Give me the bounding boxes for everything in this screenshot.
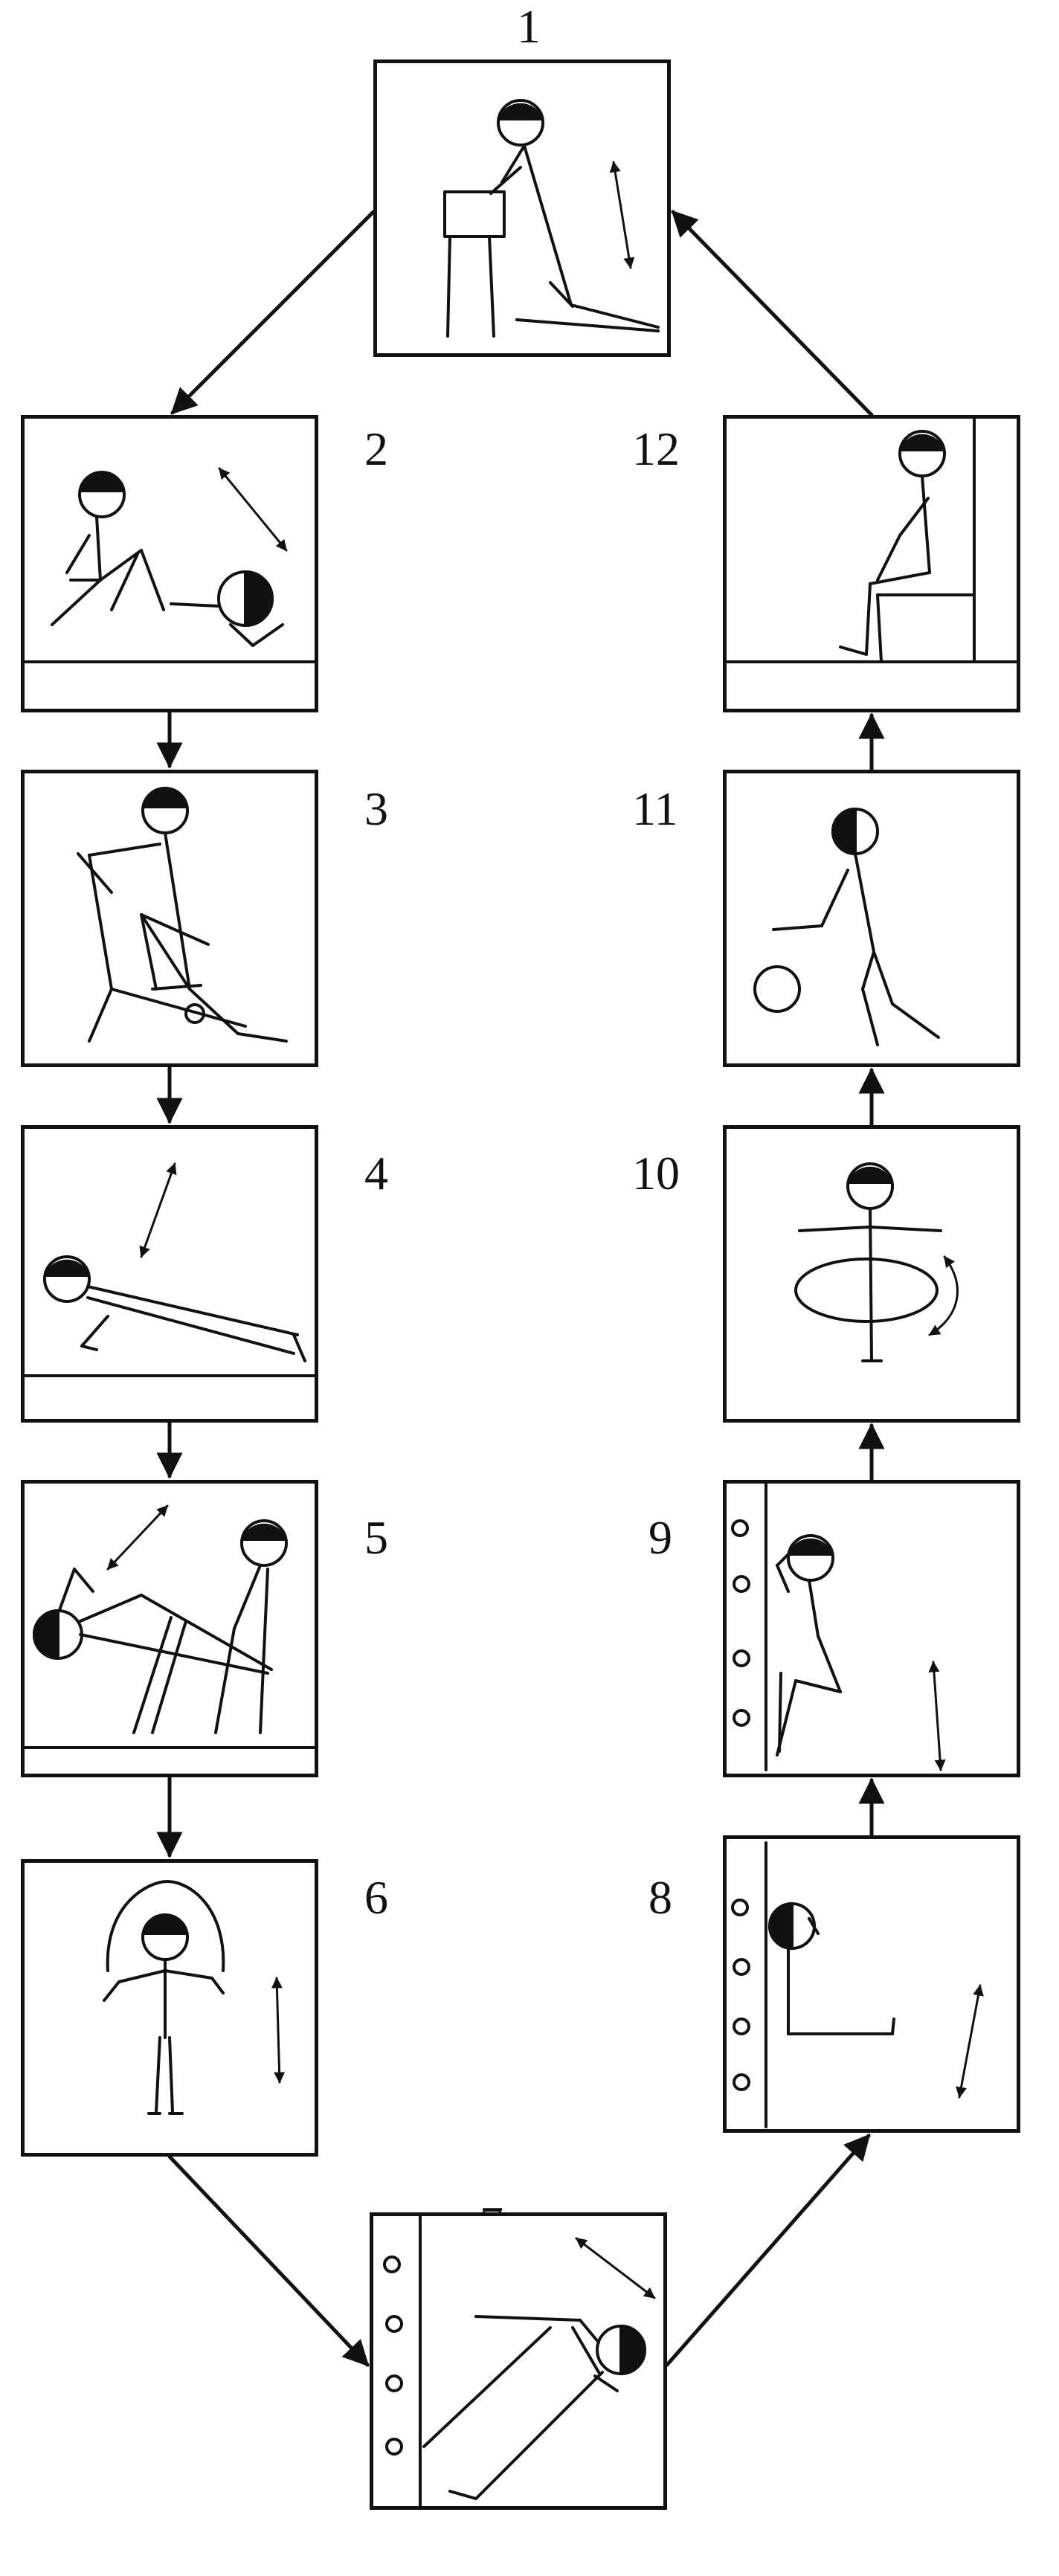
step-number-8: 8: [648, 1871, 672, 1924]
exercise-seated-bench-icon: [724, 415, 1019, 663]
exercise-seated-chair-stretch-icon: [443, 99, 660, 338]
step-number-3: 3: [364, 782, 388, 835]
exercise-crossed-legs-ball-icon: [77, 787, 288, 1043]
step-number-12: 12: [632, 422, 680, 475]
step-frame-9: [723, 1480, 1020, 1777]
exercise-floor-ball-roll-icon: [22, 467, 317, 663]
exercise-partner-bridge-icon: [22, 1504, 317, 1749]
step-number-2: 2: [364, 422, 388, 475]
step-number-6: 6: [364, 1871, 388, 1924]
exercise-wall-ladder-sit-icon: [731, 1841, 984, 2128]
exercise-ball-dribble-icon: [753, 808, 940, 1046]
step-frame-6: [21, 1859, 318, 2157]
arrow-7-to-8: [665, 2134, 871, 2367]
step-number-11: 11: [632, 782, 678, 835]
exercise-wall-ladder-hang-icon: [731, 1482, 946, 1771]
step-number-5: 5: [364, 1511, 388, 1564]
step-frame-3: [21, 770, 318, 1067]
exercise-hula-hoop-icon: [794, 1162, 959, 1362]
arrow-6-to-7: [167, 2154, 370, 2367]
exercise-plank-pushup-icon: [22, 1162, 317, 1377]
step-number-1: 1: [517, 0, 541, 53]
exercise-wall-ladder-lean-icon: [383, 2215, 656, 2508]
step-number-4: 4: [364, 1147, 388, 1200]
exercise-standing-arms-overhead-icon: [103, 1880, 286, 2115]
step-number-10: 10: [632, 1147, 680, 1200]
arrow-12-to-1: [671, 210, 874, 417]
step-number-9: 9: [648, 1511, 672, 1564]
arrow-1-to-2: [170, 210, 376, 415]
